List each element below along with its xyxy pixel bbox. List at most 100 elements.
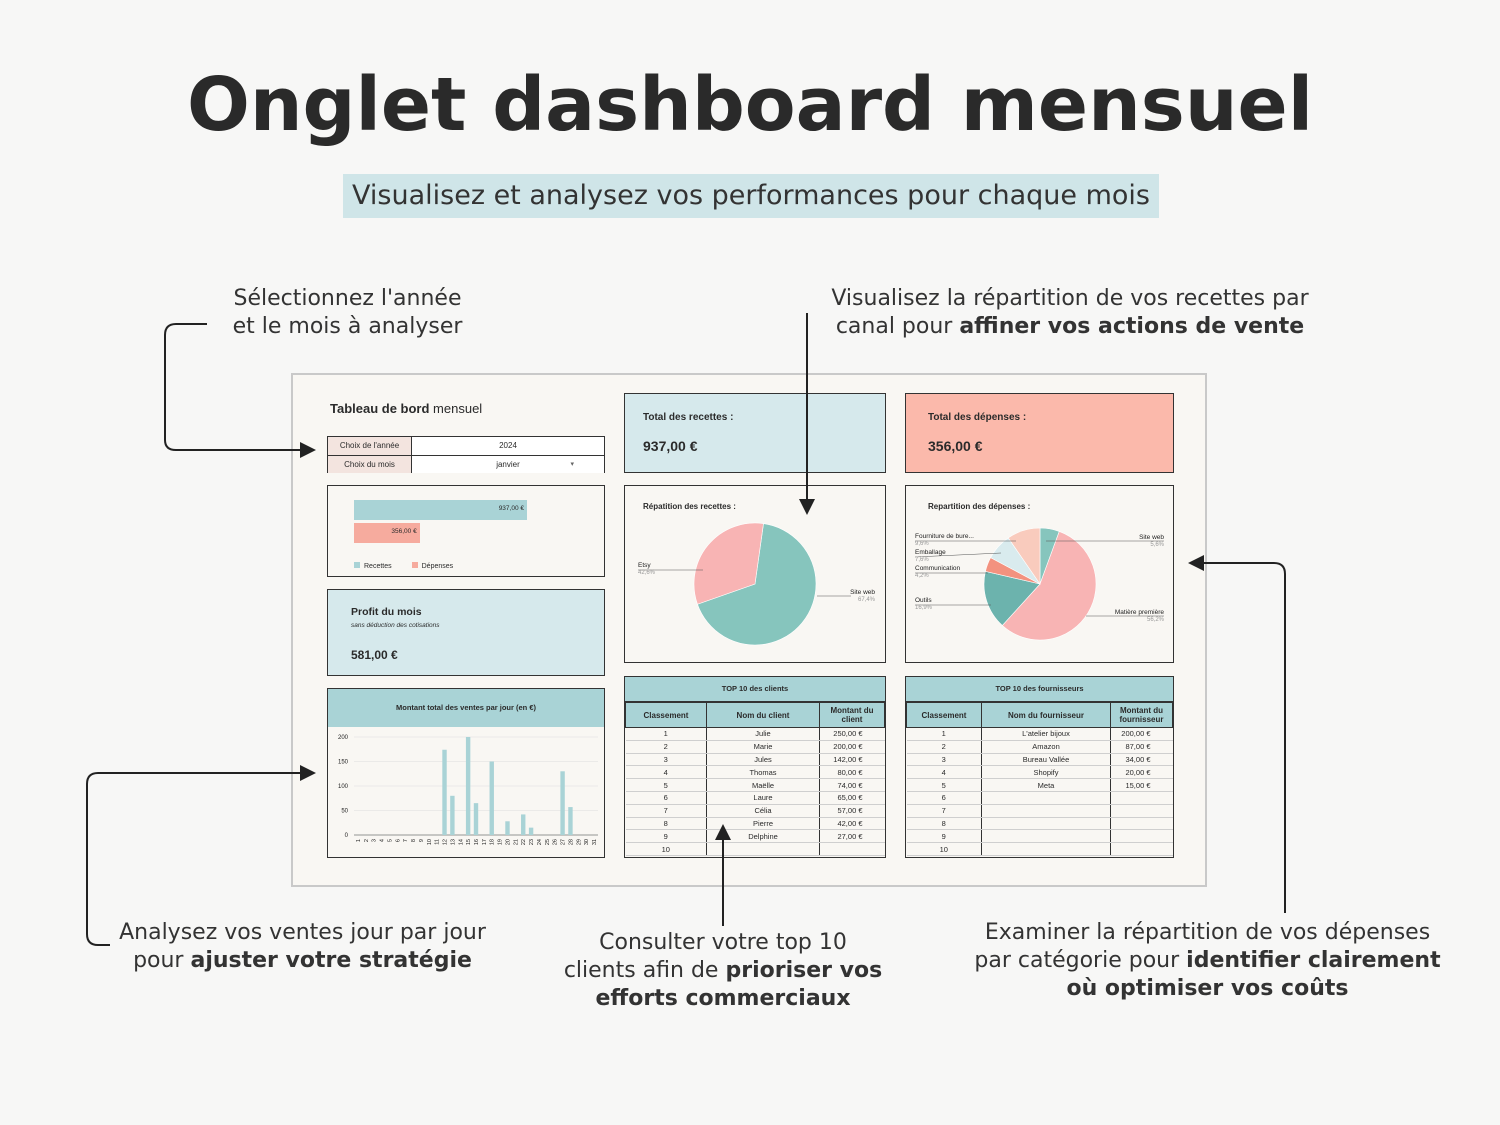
table-cell: 250,00 € bbox=[819, 727, 885, 741]
table-cell bbox=[706, 842, 820, 856]
callout-line: pour ajuster votre stratégie bbox=[100, 947, 505, 975]
daily-bar bbox=[560, 771, 565, 835]
table-cell: 1 bbox=[906, 727, 982, 741]
callout-text: clients afin de bbox=[563, 958, 726, 983]
x-tick-label: 15 bbox=[466, 839, 472, 845]
profit-value: 581,00 € bbox=[351, 648, 398, 662]
daily-bar bbox=[465, 737, 471, 835]
table-cell: 20,00 € bbox=[1110, 765, 1173, 780]
table-cell: Laure bbox=[706, 791, 820, 805]
callout-emphasis: efforts commerciaux bbox=[595, 986, 851, 1011]
top-suppliers-table: Classement Nom du fournisseur Montant du… bbox=[906, 702, 1173, 856]
x-tick-label: 20 bbox=[505, 839, 511, 845]
supplier-row: 6 bbox=[906, 791, 1173, 805]
table-cell: 6 bbox=[906, 791, 982, 805]
callout-revenue-channel: Visualisez la répartition de vos recette… bbox=[800, 285, 1340, 341]
x-tick-label: 18 bbox=[490, 839, 496, 845]
x-tick-label: 4 bbox=[380, 839, 386, 842]
slice-percent: 4,2% bbox=[915, 573, 929, 579]
month-select-value: janvier bbox=[496, 460, 520, 469]
chevron-down-icon[interactable]: ▾ bbox=[570, 461, 574, 468]
table-cell bbox=[1110, 829, 1173, 844]
table-cell: 57,00 € bbox=[819, 804, 885, 818]
summary-bar-chart: 937,00 € 356,00 € Recettes Dépenses bbox=[327, 485, 605, 577]
column-header: Classement bbox=[625, 702, 707, 728]
table-cell: 80,00 € bbox=[819, 765, 885, 780]
dashboard-preview: Tableau de bord mensuel Choix de l'année… bbox=[291, 373, 1207, 887]
supplier-row: 10 bbox=[906, 842, 1173, 856]
table-cell: 8 bbox=[906, 817, 982, 831]
callout-line: et le mois à analyser bbox=[232, 314, 463, 339]
legend-swatch bbox=[354, 562, 360, 568]
callout-line: clients afin de prioriser vos bbox=[548, 957, 898, 985]
pie-slice bbox=[1007, 527, 1041, 585]
callout-text: par catégorie pour bbox=[974, 948, 1187, 973]
summary-legend: Recettes Dépenses bbox=[354, 562, 453, 570]
callout-text: pour bbox=[133, 948, 191, 973]
callout-select-period: Sélectionnez l'année et le mois à analys… bbox=[200, 285, 495, 341]
total-depenses-label: Total des dépenses : bbox=[928, 412, 1027, 423]
x-tick-label: 27 bbox=[561, 839, 567, 845]
callout-line: Consulter votre top 10 bbox=[599, 930, 847, 955]
table-cell: L'atelier bijoux bbox=[981, 727, 1111, 741]
top-clients-title: TOP 10 des clients bbox=[625, 677, 885, 702]
table-cell: 4 bbox=[906, 765, 982, 780]
callout-expenses: Examiner la répartition de vos dépenses … bbox=[960, 919, 1455, 1003]
x-tick-label: 22 bbox=[521, 839, 527, 845]
x-tick-label: 1 bbox=[356, 839, 362, 842]
table-cell: Bureau Vallée bbox=[981, 753, 1111, 767]
slice-label: Site web bbox=[850, 589, 875, 596]
table-cell: 6 bbox=[625, 791, 707, 805]
slice-percent: 42,6% bbox=[638, 570, 656, 576]
x-tick-label: 6 bbox=[395, 839, 401, 842]
callout-line: Visualisez la répartition de vos recette… bbox=[831, 286, 1309, 311]
daily-bar bbox=[528, 827, 534, 835]
x-tick-label: 16 bbox=[474, 839, 480, 845]
callout-line: où optimiser vos coûts bbox=[960, 975, 1455, 1003]
table-cell: 42,00 € bbox=[819, 817, 885, 831]
month-select[interactable]: janvier ▾ bbox=[412, 456, 604, 473]
slice-percent: 67,4% bbox=[858, 597, 876, 603]
x-tick-label: 7 bbox=[403, 839, 409, 842]
table-cell: 10 bbox=[906, 842, 982, 856]
table-cell bbox=[1110, 804, 1173, 818]
callout-line: par catégorie pour identifier clairement bbox=[960, 947, 1455, 975]
daily-bar bbox=[505, 821, 510, 835]
pie-slice bbox=[697, 523, 817, 646]
page-subtitle: Visualisez et analysez vos performances … bbox=[343, 174, 1159, 218]
table-cell: 7 bbox=[906, 804, 982, 818]
month-label: Choix du mois bbox=[328, 456, 412, 473]
dashboard-heading-rest: mensuel bbox=[429, 401, 483, 416]
slice-label: Etsy bbox=[638, 562, 651, 569]
table-cell: Thomas bbox=[706, 765, 820, 780]
table-cell: 5 bbox=[906, 778, 982, 792]
table-cell: 7 bbox=[625, 804, 707, 818]
table-cell bbox=[1110, 842, 1173, 856]
callout-emphasis: prioriser vos bbox=[725, 958, 883, 983]
table-cell: 15,00 € bbox=[1110, 778, 1173, 792]
x-tick-label: 21 bbox=[513, 839, 519, 845]
arrow-daily-sales bbox=[86, 765, 316, 946]
slice-percent: 9,6% bbox=[915, 541, 929, 547]
callout-daily-sales: Analysez vos ventes jour par jour pour a… bbox=[100, 919, 505, 975]
total-depenses-value: 356,00 € bbox=[928, 438, 983, 454]
table-cell bbox=[1110, 817, 1173, 831]
daily-sales-title: Montant total des ventes par jour (en €) bbox=[328, 689, 604, 727]
year-select[interactable]: 2024 bbox=[412, 437, 604, 455]
leader-line bbox=[914, 552, 1002, 558]
client-row: 10 bbox=[625, 842, 885, 856]
callout-text: canal pour bbox=[835, 314, 960, 339]
callout-emphasis: identifier clairement bbox=[1186, 948, 1441, 973]
top-suppliers-panel: TOP 10 des fournisseurs Classement Nom d… bbox=[905, 676, 1174, 858]
table-cell: 34,00 € bbox=[1110, 753, 1173, 767]
slice-percent: 5,6% bbox=[1150, 542, 1164, 548]
table-cell bbox=[981, 804, 1111, 818]
slice-label: Emballage bbox=[915, 549, 946, 556]
table-cell bbox=[981, 842, 1111, 856]
daily-bar bbox=[473, 803, 479, 835]
